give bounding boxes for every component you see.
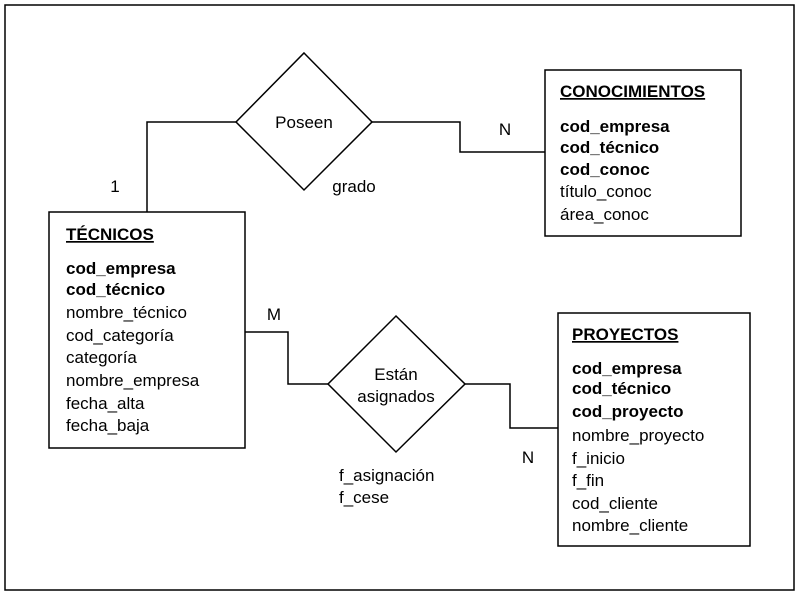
connector-poseen-conocimientos [372,121,545,153]
cardinality-label: M [267,305,281,324]
entity-key-attribute: cod_empresa [560,117,670,136]
relationship-attribute: grado [332,177,375,196]
entity-title: PROYECTOS [572,325,678,344]
entity-attribute: área_conoc [560,205,649,224]
relationship-diamond [234,51,374,192]
entity-proyectos: PROYECTOS cod_empresa cod_técnico cod_pr… [557,312,751,547]
entity-box [544,69,742,237]
connector-tecnicos-poseen [146,121,236,212]
relationship-label: Poseen [275,113,333,132]
entity-attribute: cod_cliente [572,494,658,513]
diagram-frame [4,4,795,591]
relationship-estan-asignados: Están asignados [326,314,467,454]
entity-key-attribute: cod_empresa [572,359,682,378]
relationship-attribute: f_cese [339,488,389,507]
entity-key-attribute: cod_técnico [66,280,165,299]
entity-key-attribute: cod_conoc [560,160,650,179]
entity-title: TÉCNICOS [66,225,154,244]
entity-attribute: f_fin [572,471,604,490]
entity-attribute: fecha_alta [66,394,145,413]
entity-key-attribute: cod_técnico [572,379,671,398]
cardinality-label: N [522,448,534,467]
entity-attribute: título_conoc [560,182,652,201]
entity-key-attribute: cod_técnico [560,138,659,157]
entity-attribute: fecha_baja [66,416,150,435]
entity-title: CONOCIMIENTOS [560,82,705,101]
cardinality-label: N [499,120,511,139]
entity-box [48,211,246,449]
entity-attribute: cod_categoría [66,326,174,345]
connector-tecnicos-estan-asignados [245,331,328,385]
connector-estan-asignados-proyectos [465,383,558,429]
cardinality-label: 1 [110,177,119,196]
entity-attribute: nombre_empresa [66,371,200,390]
entity-attribute: categoría [66,348,137,367]
relationship-label: Están [374,365,417,384]
entity-attribute: nombre_proyecto [572,426,704,445]
relationship-attribute: f_asignación [339,466,434,485]
entity-key-attribute: cod_proyecto [572,402,683,421]
entity-box [557,312,751,547]
entity-tecnicos: TÉCNICOS cod_empresa cod_técnico nombre_… [48,211,246,449]
entity-conocimientos: CONOCIMIENTOS cod_empresa cod_técnico co… [544,69,742,237]
entity-attribute: nombre_cliente [572,516,688,535]
entity-key-attribute: cod_empresa [66,259,176,278]
relationship-label: asignados [357,387,435,406]
entity-attribute: nombre_técnico [66,303,187,322]
relationship-diamond [326,314,467,454]
relationship-poseen: Poseen [234,51,374,192]
entity-attribute: f_inicio [572,449,625,468]
